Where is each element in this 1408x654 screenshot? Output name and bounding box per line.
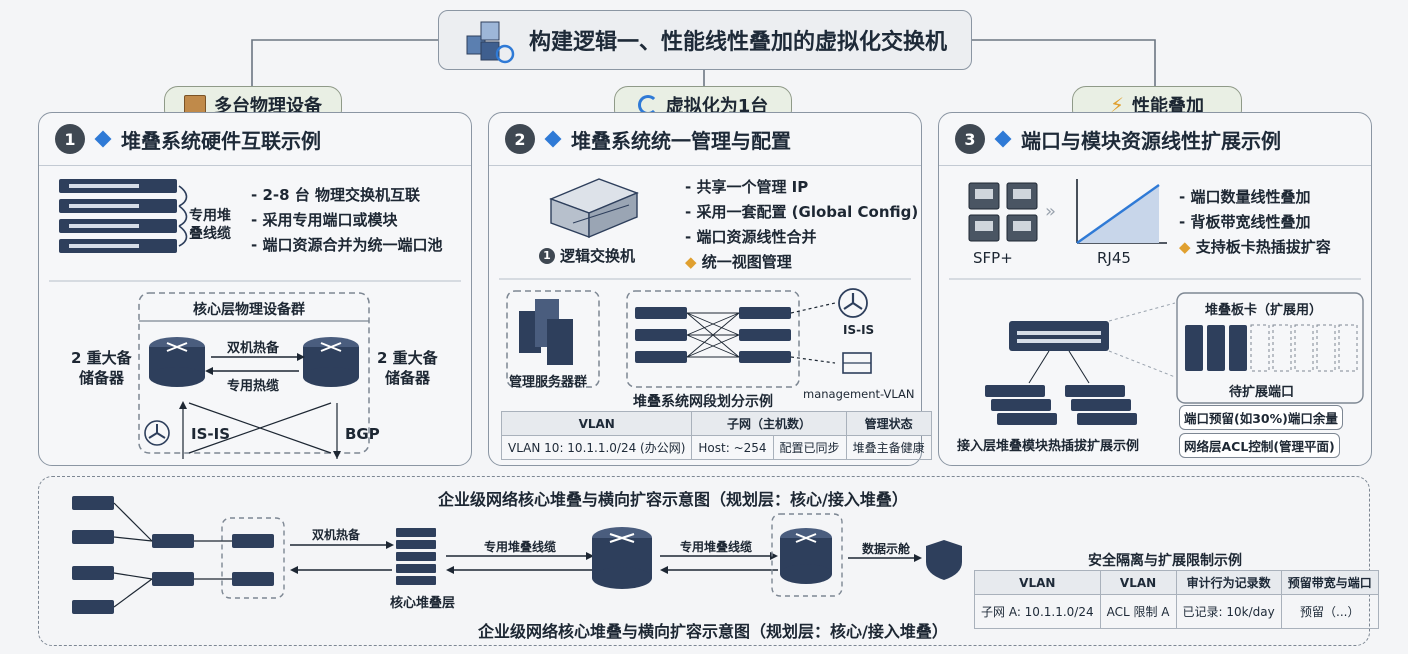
cube-refresh-icon — [466, 21, 515, 64]
category-label: 多台物理设备 — [214, 96, 322, 117]
panel1-bullets: - 2-8 台 物理交换机互联 - 采用专用端口或模块 - 端口资源合并为统一端… — [251, 183, 442, 258]
table-cell: 预留（...） — [1280, 594, 1379, 629]
bullet: ◆ 统一视图管理 — [685, 253, 792, 271]
step-number: 2 — [505, 124, 535, 154]
hardware-diagram — [49, 179, 461, 459]
right-device-label: 2 重大备 — [377, 349, 438, 367]
table-cell: ACL 限制 A — [1099, 594, 1177, 629]
panel-expansion: 3 端口与模块资源线性扩展示例 » SFP+ RJ4 — [938, 112, 1372, 466]
table-cell: 配置已同步 — [772, 435, 847, 460]
card-title: 堆叠板卡（扩展用） — [1205, 303, 1323, 318]
bullet: - 端口数量线性叠加 — [1179, 188, 1311, 206]
panel-title: 端口与模块资源线性扩展示例 — [1021, 128, 1281, 153]
panel3-bullets: - 端口数量线性叠加 - 背板带宽线性叠加 ◆ 支持板卡热插拔扩容 — [1179, 185, 1331, 260]
step-number: 1 — [55, 124, 85, 154]
cable-label: 叠线缆 — [189, 226, 231, 242]
logic-number: 1 — [539, 247, 555, 264]
table-header-row: VLAN VLAN 审计行为记录数 预留带宽与端口 — [974, 570, 1379, 595]
access-caption: 接入层堆叠模块热插拔扩展示例 — [957, 439, 1140, 454]
title-box: 构建逻辑一、性能线性叠加的虚拟化交换机 — [438, 10, 972, 70]
category-label: 性能叠加 — [1132, 96, 1205, 117]
bullet: - 端口资源合并为统一端口池 — [251, 236, 443, 254]
rj45-label: RJ45 — [1097, 249, 1131, 267]
server-group-label: 管理服务器群 — [509, 375, 588, 390]
bullet: - 采用专用端口或模块 — [251, 211, 398, 229]
column-header: 审计行为记录数 — [1175, 570, 1282, 595]
bullet: - 2-8 台 物理交换机互联 — [251, 186, 420, 204]
table-cell: 已记录: 10k/day — [1175, 594, 1282, 629]
bullet: - 采用一套配置 (Global Config) — [685, 203, 919, 221]
logic-switch-label: 1 逻辑交换机 — [539, 245, 635, 266]
panel2-bullets: - 共享一个管理 IP - 采用一套配置 (Global Config) - 端… — [685, 175, 918, 275]
column-header: VLAN — [1099, 570, 1177, 595]
core-stack-label: 核心堆叠层 — [390, 596, 456, 611]
bullet: - 端口资源线性合并 — [685, 228, 817, 246]
column-header: 预留带宽与端口 — [1280, 570, 1379, 595]
bgp-label: BGP — [345, 425, 380, 443]
table-cell: VLAN 10: 10.1.1.0/24 (办公网) — [500, 435, 693, 460]
panel-title: 堆叠系统硬件互联示例 — [121, 128, 321, 153]
reserve-box: 端口预留(如30%)端口余量 — [1179, 405, 1343, 430]
panel-hardware: 1 堆叠系统硬件互联示例 — [38, 112, 472, 466]
bottom-caption: 企业级网络核心堆叠与横向扩容示意图（规划层：核心/接入堆叠） — [478, 622, 948, 641]
panel-management: 2 堆叠系统统一管理与配置 1 — [488, 112, 932, 466]
bullet: ◆ 支持板卡热插拔扩容 — [1179, 238, 1331, 256]
bottom-planning-area — [38, 476, 1370, 646]
bullet: - 背板带宽线性叠加 — [1179, 213, 1311, 231]
security-title: 安全隔离与扩展限制示例 — [1088, 553, 1242, 569]
left-device-label: 储备器 — [79, 369, 125, 387]
dedicated-cable-label: 专用热缆 — [227, 379, 280, 394]
bullet: - 共享一个管理 IP — [685, 178, 809, 196]
panel-title: 堆叠系统统一管理与配置 — [571, 128, 791, 153]
segment-caption: 堆叠系统网段划分示例 — [633, 394, 773, 410]
svg-text:»: » — [1045, 201, 1056, 222]
table-cell: 子网 A: 10.1.1.0/24 — [974, 594, 1101, 629]
cable-label: 专用堆 — [189, 208, 231, 224]
pending-ports-label: 待扩展端口 — [1229, 385, 1295, 400]
security-table: VLAN VLAN 审计行为记录数 预留带宽与端口 子网 A: 10.1.1.0… — [974, 570, 1379, 629]
sfp-label: SFP+ — [973, 249, 1013, 267]
isis-label: IS-IS — [191, 425, 230, 443]
hot-standby-label: 双机热备 — [227, 341, 280, 356]
table-row: 子网 A: 10.1.1.0/24 ACL 限制 A 已记录: 10k/day … — [974, 594, 1379, 629]
hot-standby-label: 双机热备 — [312, 528, 361, 542]
bullet-text: 统一视图管理 — [701, 253, 792, 271]
step-number: 3 — [955, 124, 985, 154]
right-device-label: 储备器 — [385, 369, 431, 387]
table-row: VLAN 10: 10.1.1.0/24 (办公网) Host: ~254 配置… — [500, 435, 932, 460]
core-group-label: 核心层物理设备群 — [193, 302, 305, 318]
data-demo-label: 数据示舱 — [862, 542, 911, 556]
table-cell: 堆叠主备健康 — [845, 435, 932, 460]
bullet-text: 支持板卡热插拔扩容 — [1195, 238, 1331, 256]
panel-header: 1 堆叠系统硬件互联示例 — [39, 113, 471, 166]
panel-header: 2 堆叠系统统一管理与配置 — [489, 113, 921, 166]
vlan-table: VLAN 子网（主机数） 管理状态 VLAN 10: 10.1.1.0/24 (… — [500, 411, 932, 460]
left-device-label: 2 重大备 — [71, 349, 132, 367]
isis-label: IS-IS — [843, 323, 875, 337]
page-title: 构建逻辑一、性能线性叠加的虚拟化交换机 — [528, 30, 947, 55]
expansion-diagram: » — [949, 179, 1364, 425]
column-header: VLAN — [974, 570, 1101, 595]
acl-box: 网络层ACL控制(管理平面) — [1179, 433, 1340, 458]
lightning-icon: ⚡ — [1109, 93, 1125, 117]
mgmt-vlan-label: management-VLAN — [803, 387, 915, 401]
bottom-title: 企业级网络核心堆叠与横向扩容示意图（规划层：核心/接入堆叠） — [438, 490, 908, 509]
management-diagram — [499, 178, 911, 388]
cable-label: 专用堆叠线缆 — [680, 540, 753, 554]
shield-icon — [926, 540, 962, 580]
category-label: 虚拟化为1台 — [665, 96, 769, 117]
table-cell: Host: ~254 — [691, 435, 774, 460]
panel-header: 3 端口与模块资源线性扩展示例 — [939, 113, 1371, 166]
cable-label: 专用堆叠线缆 — [484, 540, 557, 554]
logic-label: 逻辑交换机 — [560, 247, 636, 265]
